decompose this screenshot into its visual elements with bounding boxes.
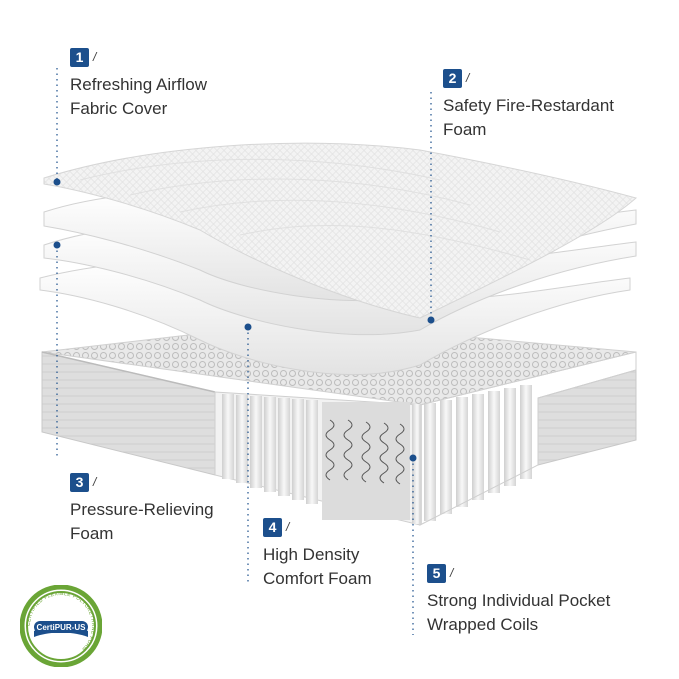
- slash-mark: /: [286, 520, 290, 534]
- callout-3: 3 / Pressure-Relieving Foam: [70, 472, 214, 546]
- number-badge: 2: [443, 68, 462, 88]
- callout-5: 5 / Strong Individual Pocket Wrapped Coi…: [427, 563, 610, 637]
- leader-dots: [53, 178, 435, 462]
- leader-lines: [56, 68, 432, 635]
- callout-1-line-2: Fabric Cover: [70, 99, 168, 118]
- certipur-us-seal: CERTIFIED FLEXIBLE POLYURETHANE FOAM Cer…: [20, 585, 102, 667]
- callout-3-line-1: Pressure-Relieving: [70, 500, 214, 519]
- callout-4: 4 / High Density Comfort Foam: [263, 517, 372, 591]
- callout-5-line-2: Wrapped Coils: [427, 615, 539, 634]
- slash-mark: /: [466, 71, 470, 85]
- number-badge: 4: [263, 517, 282, 537]
- coil-columns: [222, 385, 532, 524]
- callout-4-line-1: High Density: [263, 545, 360, 564]
- number-badge: 3: [70, 472, 89, 492]
- slash-mark: /: [450, 566, 454, 580]
- callout-3-line-2: Foam: [70, 524, 114, 543]
- callout-5-line-1: Strong Individual Pocket: [427, 591, 611, 610]
- svg-text:CertiPUR-US: CertiPUR-US: [37, 623, 87, 632]
- callout-1-line-1: Refreshing Airflow: [70, 75, 208, 94]
- callout-2: 2 / Safety Fire-Restardant Foam: [443, 68, 614, 142]
- callout-1: 1 / Refreshing Airflow Fabric Cover: [70, 47, 207, 121]
- slash-mark: /: [93, 50, 97, 64]
- callout-2-line-2: Foam: [443, 120, 487, 139]
- callout-4-line-2: Comfort Foam: [263, 569, 372, 588]
- number-badge: 5: [427, 563, 446, 583]
- callout-2-line-1: Safety Fire-Restardant: [443, 96, 615, 115]
- number-badge: 1: [70, 47, 89, 67]
- slash-mark: /: [93, 475, 97, 489]
